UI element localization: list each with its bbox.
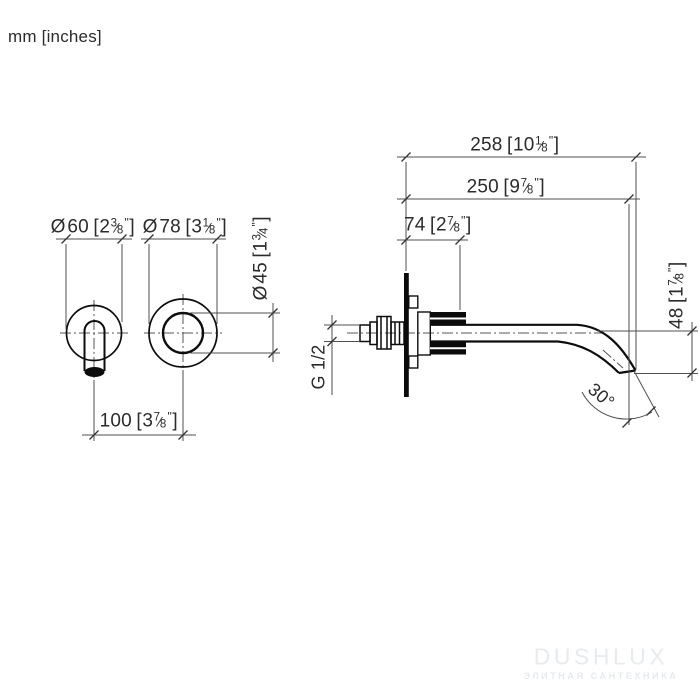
dim-label-drop-height: 48 [17⁄8"]: [665, 261, 688, 330]
front-tick-marks: [61, 234, 278, 440]
dim-label-center-distance: 100 [37⁄8"]: [99, 409, 178, 432]
dim-label-spout-escutcheon-diameter: Ø 60 [23⁄8"]: [50, 215, 135, 238]
dim-label-handle-diameter: Ø 45 [13⁄4"]: [249, 216, 272, 301]
supply-connector: [359, 315, 405, 350]
front-centerlines: [60, 294, 222, 378]
dim-label-total-projection: 258 [101⁄8"]: [470, 133, 560, 156]
units-label: mm [inches]: [8, 27, 102, 46]
side-tick-marks: [327, 152, 697, 428]
side-centerline: [347, 332, 624, 369]
dim-label-spout-reach: 250 [97⁄8"]: [466, 175, 545, 198]
spout-escutcheon-circle: [65, 304, 123, 362]
spout-front-outline: [83, 320, 106, 371]
handle-escutcheon-circle: [148, 298, 218, 368]
dim-label-body-depth: 74 [27⁄8"]: [403, 213, 472, 236]
valve-body: [417, 311, 431, 356]
dim-label-handle-escutcheon-diameter: Ø 78 [31⁄8"]: [142, 215, 227, 238]
mounting-blocks: [430, 312, 466, 355]
watermark-logo: DUSHLUX: [533, 643, 669, 670]
spout-profile: [430, 323, 637, 375]
spout-outlet-front: [84, 367, 105, 377]
mounting-flange: [408, 295, 419, 369]
side-view-drawing: [324, 152, 698, 428]
front-view-drawing: [56, 234, 280, 441]
thread-size-label: G 1/2: [308, 344, 329, 390]
angle-arc: [581, 391, 653, 420]
front-dimension-lines: [56, 238, 280, 441]
watermark-tagline: элитная сантехника: [523, 671, 679, 681]
handle-circle: [161, 311, 205, 355]
wall-plate: [404, 273, 409, 397]
side-dimension-lines: [324, 156, 698, 425]
